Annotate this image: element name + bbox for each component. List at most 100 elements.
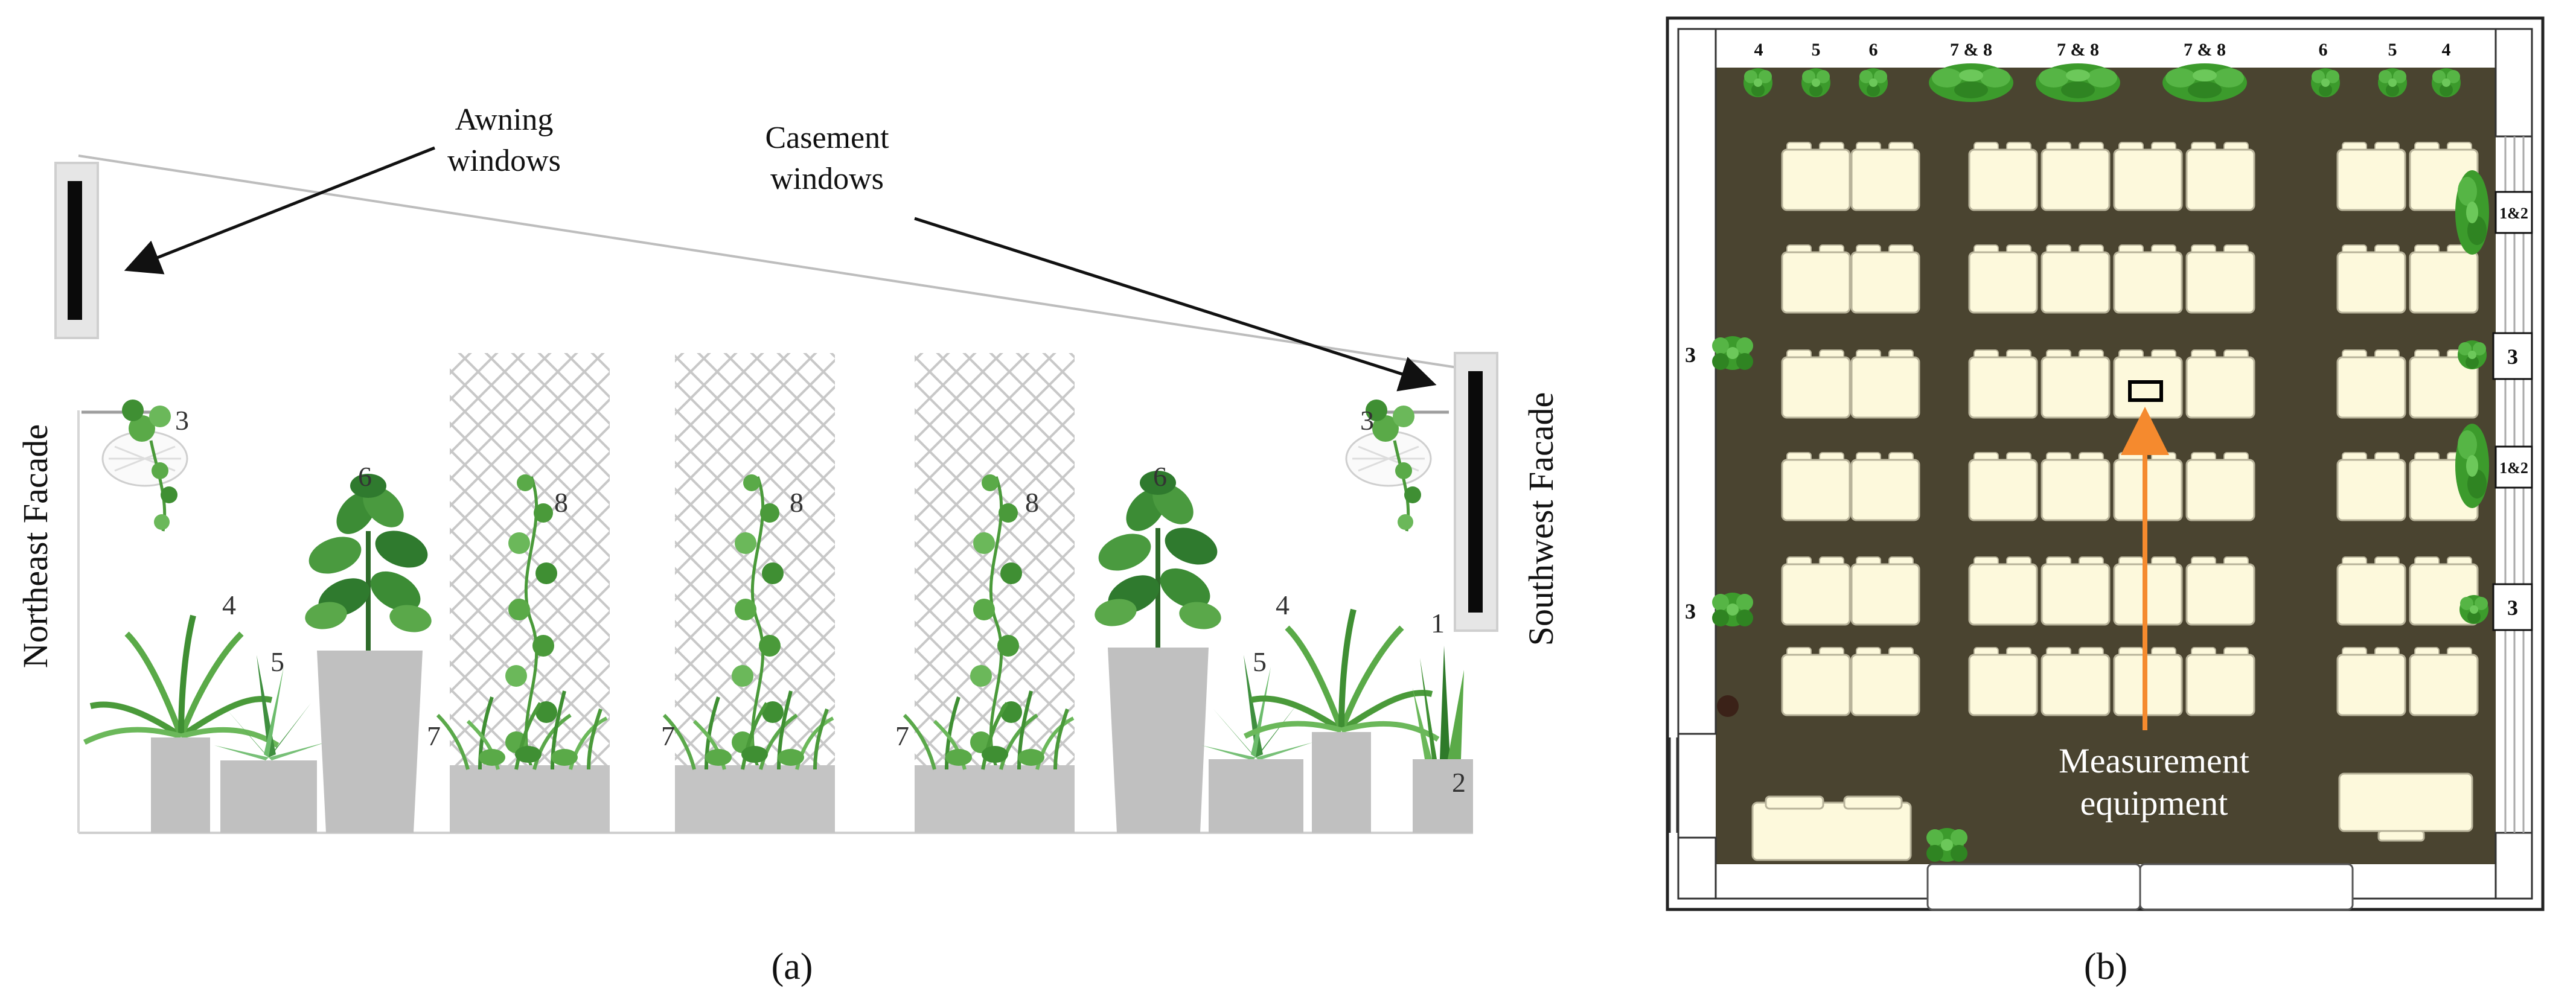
desk: [2041, 244, 2111, 314]
desk: [1781, 142, 1851, 211]
desk: [1968, 349, 2038, 419]
desk: [2185, 244, 2255, 314]
label-tree-right: 6: [1153, 461, 1167, 492]
casement-label-line2: windows: [770, 162, 884, 196]
label-trellis-3: 8: [1025, 487, 1039, 518]
desk: [2336, 647, 2406, 716]
plan-plant-3-left-lower: [1712, 593, 1753, 626]
desk: [2113, 452, 2183, 521]
pot-aloe-right: [1209, 759, 1303, 833]
fern-left: [85, 616, 278, 745]
roof-line: [78, 154, 1462, 369]
teacher-desks: [1751, 772, 2473, 861]
desk: [2336, 142, 2406, 211]
desk: [1781, 452, 1851, 521]
right-plant-label-boxes: [2492, 191, 2533, 631]
pot-snake-plant: [1413, 759, 1473, 833]
plan-plant-5-left: [1801, 68, 1830, 97]
top-label-4: 7 & 8: [1950, 40, 1992, 60]
desk: [1850, 647, 1920, 716]
label-hanging-right: 3: [1360, 405, 1374, 436]
label-tree-left: 6: [358, 461, 372, 492]
label-trellis-2: 8: [790, 487, 804, 518]
desk: [2336, 556, 2406, 626]
pot-fern-left: [151, 737, 210, 833]
top-label-3: 6: [1869, 40, 1878, 60]
desk: [2041, 142, 2111, 211]
top-label-7: 6: [2319, 40, 2328, 60]
desk: [1850, 142, 1920, 211]
top-label-6: 7 & 8: [2184, 40, 2226, 60]
desk: [2185, 349, 2255, 419]
casement-window: [1454, 352, 1498, 632]
casement-label-line1: Casement: [765, 121, 889, 155]
left-wall-recess: [1669, 28, 1739, 900]
plan-plant-78-2: [2036, 63, 2120, 102]
pot-fern-right: [1312, 732, 1371, 833]
desk: [1850, 349, 1920, 419]
plan-plant-4-left: [1743, 68, 1772, 97]
desk: [1968, 556, 2038, 626]
plan-plant-4-right: [2432, 68, 2461, 97]
planter-box-2: [675, 765, 835, 833]
desk-grid: [1781, 142, 2479, 716]
plan-plant-6-left: [1859, 68, 1888, 97]
top-label-8: 5: [2388, 40, 2397, 60]
desk: [2409, 244, 2479, 314]
hanging-plant-right: [1346, 400, 1431, 531]
desk: [2113, 647, 2183, 716]
plan-plant-12-lower: [2455, 424, 2489, 508]
panel-b-caption: (b): [2084, 946, 2127, 987]
snake-plant: [1413, 646, 1464, 759]
left-plant-labels: 3 3: [1685, 343, 1696, 623]
desk: [2041, 647, 2111, 716]
desk: [2185, 556, 2255, 626]
bottom-wall-windows: [1926, 863, 2354, 911]
top-label-5: 7 & 8: [2057, 40, 2099, 60]
panel-b-floor-plan: 4 5 6 7 & 8 7 & 8 7 & 8 6 5 4 3 3 1&2 3 …: [1666, 16, 2545, 987]
desk: [1781, 244, 1851, 314]
desk: [1781, 349, 1851, 419]
measurement-label-line1: Measurement: [2059, 741, 2249, 780]
label-fern-right: 4: [1276, 590, 1290, 620]
awning-label-line2: windows: [447, 144, 561, 178]
plan-plant-78-1: [1929, 63, 2013, 102]
top-plant-labels: 4 5 6 7 & 8 7 & 8 7 & 8 6 5 4: [1754, 40, 2451, 60]
desk: [1968, 647, 2038, 716]
label-box-2: 7: [661, 721, 675, 751]
right-label-2: 3: [2507, 345, 2518, 369]
plan-plant-12-upper: [2455, 170, 2489, 255]
top-label-9: 4: [2442, 40, 2451, 60]
desk: [2409, 647, 2479, 716]
desk: [2041, 349, 2111, 419]
right-label-4: 3: [2507, 596, 2518, 620]
desk: [2041, 452, 2111, 521]
label-box-1: 7: [427, 721, 441, 751]
pot-tree-left: [317, 651, 423, 833]
desk: [1968, 452, 2038, 521]
awning-label-line1: Awning: [455, 103, 554, 137]
top-label-1: 4: [1754, 40, 1763, 60]
panel-a-elevation: 3 3 4 5 6 7 8 7 8 7 8 6 5 4 1 2 Awning w…: [16, 103, 1561, 987]
tree-left: [303, 474, 434, 652]
panel-a-caption: (a): [772, 946, 813, 987]
top-label-2: 5: [1812, 40, 1821, 60]
hanging-plant-left: [103, 400, 187, 531]
right-label-1: 1&2: [2499, 205, 2528, 222]
plan-plant-3-right-upper: [2458, 340, 2487, 369]
label-pot-2: 2: [1452, 767, 1466, 798]
right-plant-labels: 1&2 3 1&2 3: [2499, 205, 2528, 620]
right-label-3: 1&2: [2499, 459, 2528, 477]
label-aloe-right: 5: [1253, 646, 1267, 677]
awning-window: [54, 162, 99, 339]
casement-arrow: [914, 217, 1437, 392]
desk: [1850, 244, 1920, 314]
desk: [2336, 349, 2406, 419]
desk: [1850, 556, 1920, 626]
tree-right: [1093, 471, 1224, 649]
label-hanging-left: 3: [175, 405, 189, 436]
northeast-facade-label: Northeast Facade: [16, 424, 55, 668]
desk: [2185, 142, 2255, 211]
door-knob: [1717, 695, 1739, 717]
